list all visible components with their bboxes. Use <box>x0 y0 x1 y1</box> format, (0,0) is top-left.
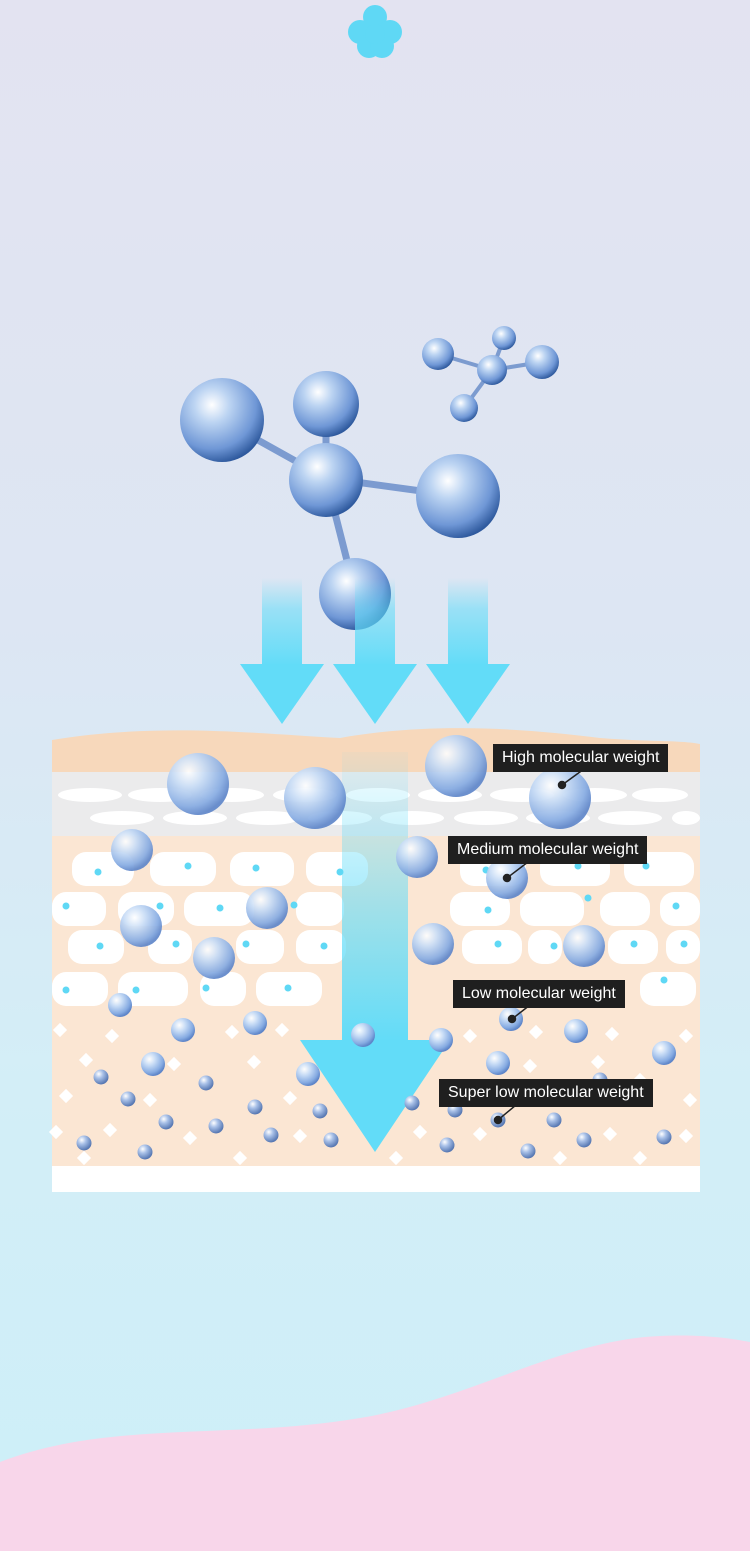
dermis-pattern <box>48 1022 698 1166</box>
spheres-low <box>108 993 676 1086</box>
label-leaders <box>493 768 585 1125</box>
label-high-molecular-weight: High molecular weight <box>493 744 669 772</box>
label-super-low-molecular-weight: Super low molecular weight <box>439 1079 653 1107</box>
penetration-arrow-icon <box>300 752 450 1152</box>
bottom-wave <box>0 1335 750 1551</box>
molecule-small-icon <box>422 326 559 422</box>
label-medium-molecular-weight: Medium molecular weight <box>448 836 648 864</box>
arrow-right-icon <box>426 578 510 724</box>
spheres-high <box>167 735 591 829</box>
spheres-medium <box>111 829 605 979</box>
molecule-large-icon <box>180 371 500 630</box>
cell-nuclei <box>62 862 688 994</box>
flower-icon <box>348 5 402 58</box>
arrow-center-icon <box>333 578 417 724</box>
label-low-molecular-weight: Low molecular weight <box>453 980 625 1008</box>
arrow-left-icon <box>240 578 324 724</box>
